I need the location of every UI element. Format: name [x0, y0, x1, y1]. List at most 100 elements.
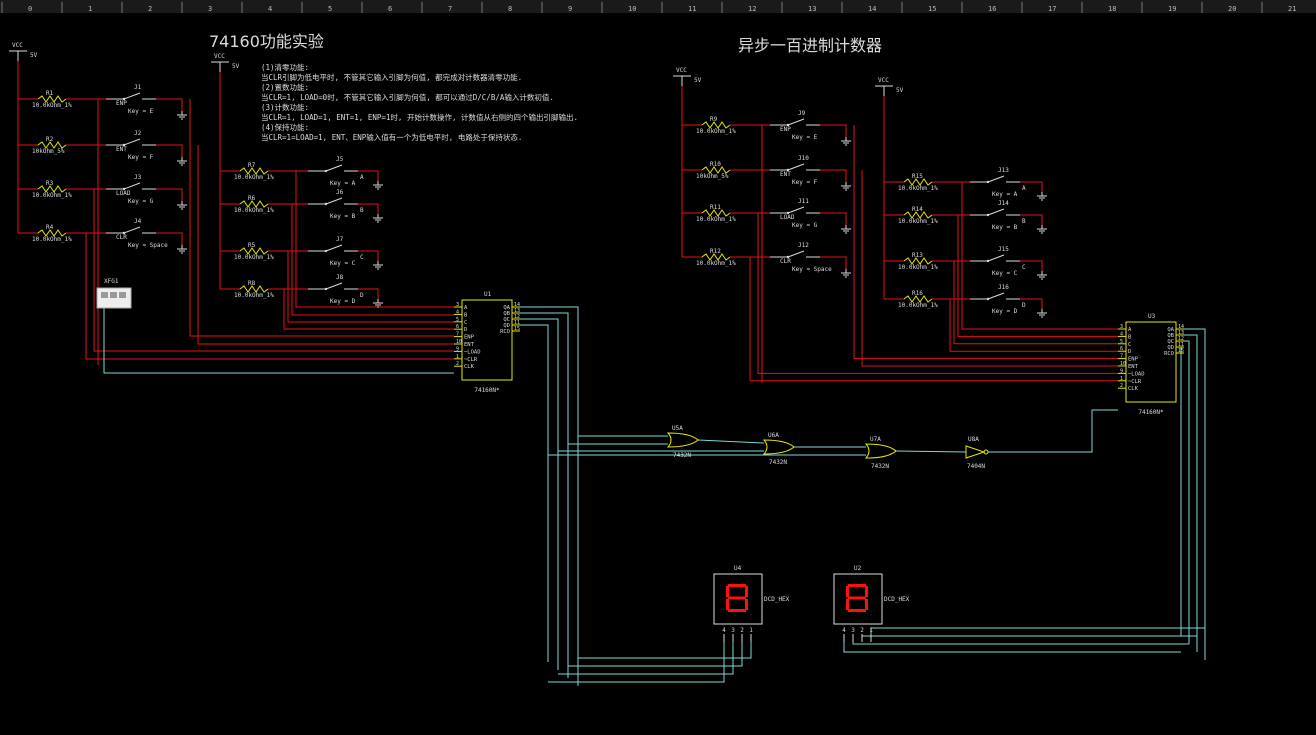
- note-line: (2)置数功能:: [261, 82, 309, 92]
- wire: [156, 232, 183, 245]
- chip-pin-number: 9: [456, 346, 459, 352]
- xfg-terminal: [119, 292, 126, 298]
- chip-pin-number: 5: [456, 317, 459, 323]
- chip-pin-label: CLK: [464, 364, 475, 370]
- display-name: U4: [734, 565, 742, 572]
- gate-name: U5A: [672, 425, 683, 432]
- wire: [568, 642, 743, 667]
- bus-wire: [1184, 334, 1198, 652]
- resistor-value: 10kOhm_5%: [32, 148, 65, 155]
- vcc-label: VCC: [676, 67, 687, 74]
- switch-name: J16: [998, 284, 1009, 291]
- display-segment: [848, 584, 866, 587]
- chip-pin-number: 3: [456, 302, 459, 308]
- gate-body: [762, 439, 795, 455]
- display-pin-number: 2: [860, 627, 864, 634]
- ruler-tick-label: 17: [1048, 5, 1056, 13]
- switch-signal: ENP: [780, 126, 791, 133]
- wire: [949, 299, 1118, 352]
- switch-blade: [787, 163, 805, 171]
- ruler-tick-label: 13: [808, 5, 816, 13]
- bus-wire: [1184, 328, 1206, 660]
- gate-part: 7432N: [871, 463, 889, 470]
- switch-blade: [325, 244, 343, 252]
- switch-output: B: [1022, 218, 1026, 225]
- chip-pin-label: RCO: [1164, 351, 1174, 357]
- bus-wire: [1180, 346, 1184, 636]
- resistor-value: 10.0kOhm_1%: [696, 216, 736, 223]
- resistor-body: [903, 295, 933, 303]
- switch-name: J6: [336, 189, 344, 196]
- display-segment: [848, 609, 866, 612]
- resistor-body: [701, 166, 731, 174]
- resistor-body: [903, 178, 933, 186]
- switch-contact: [786, 255, 790, 259]
- switch-output: D: [1022, 302, 1026, 309]
- chip-pin-number: 11: [514, 320, 520, 326]
- chip-pin-label: ENT: [464, 342, 475, 348]
- resistor[interactable]: R11 10.0kOhm_1%: [696, 204, 736, 223]
- resistor-body: [701, 121, 731, 129]
- resistor-value: 10.0kOhm_1%: [898, 302, 938, 309]
- switch-output: A: [1022, 185, 1026, 192]
- wire: [197, 145, 454, 345]
- chip-pin-label: A: [1128, 327, 1132, 333]
- function-generator[interactable]: XFG1: [96, 278, 132, 309]
- resistor-value: 10.0kOhm_1%: [32, 192, 72, 199]
- switch-contact: [324, 287, 328, 291]
- resistor-name: R11: [710, 204, 721, 211]
- chip-pin-number: 1: [456, 354, 459, 360]
- ruler-tick-label: 6: [388, 5, 392, 13]
- resistor-name: R8: [248, 280, 256, 287]
- wire: [820, 212, 847, 225]
- gate-body: [666, 432, 699, 448]
- switch-key: Key = A: [330, 180, 356, 187]
